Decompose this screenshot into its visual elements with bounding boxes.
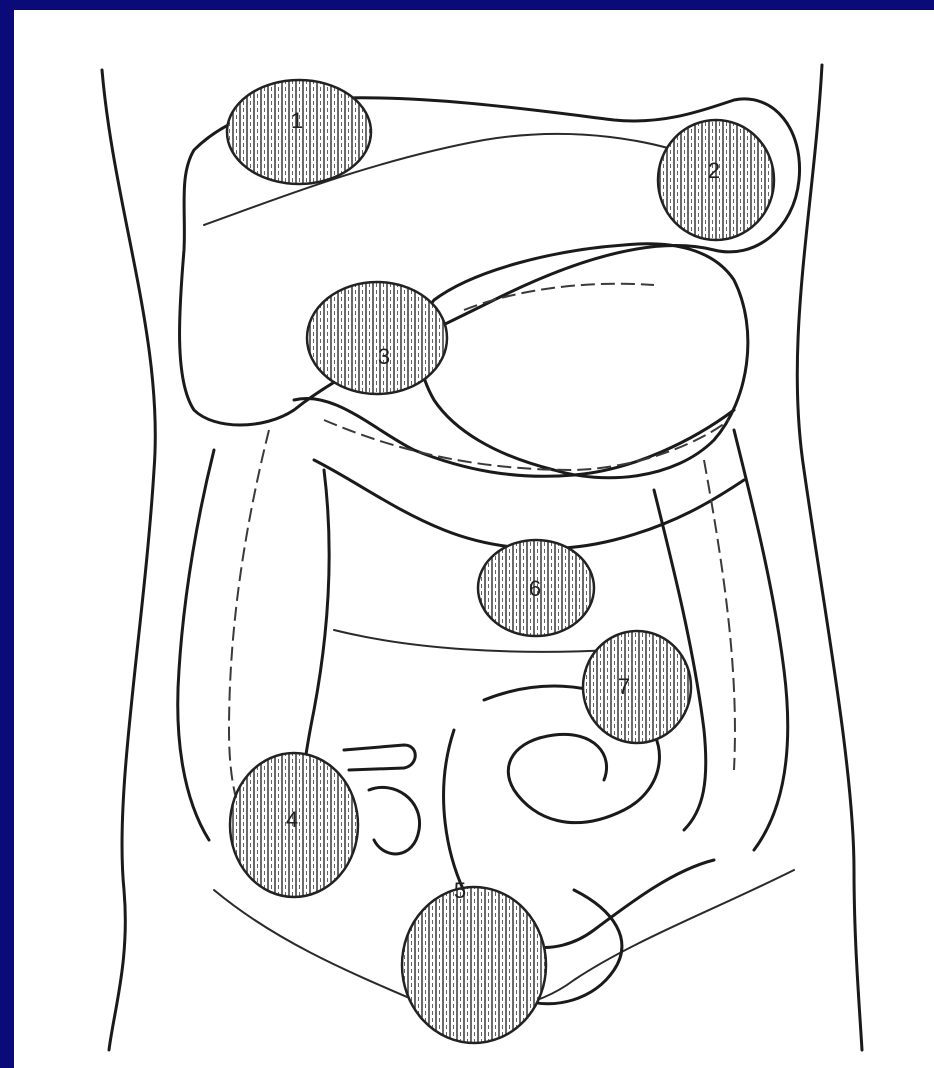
descending-colon — [734, 430, 788, 850]
mesentery-line — [334, 630, 614, 652]
zone-3: 3 — [307, 282, 447, 394]
body-outline-right — [797, 65, 862, 1050]
appendix — [344, 745, 415, 770]
transverse-colon — [294, 398, 734, 476]
stomach-curvature — [464, 284, 654, 310]
stomach — [419, 244, 748, 478]
zone-2-label: 2 — [708, 158, 720, 183]
zone-6: 6 — [478, 540, 594, 636]
zone-3-label: 3 — [378, 344, 390, 369]
ascending-colon — [178, 450, 214, 840]
zone-4-label: 4 — [286, 807, 298, 832]
zone-2: 2 — [658, 120, 774, 240]
zone-7-label: 7 — [618, 674, 630, 699]
abdomen-diagram: 1 2 3 4 5 6 7 — [14, 10, 934, 1068]
illustration-panel: 1 2 3 4 5 6 7 — [14, 10, 934, 1068]
cecum-loop — [369, 787, 420, 854]
zone-7: 7 — [583, 631, 691, 743]
transverse-colon-lower — [314, 460, 744, 549]
zone-6-label: 6 — [529, 576, 541, 601]
descending-colon-haustra — [704, 460, 735, 770]
zone-1: 1 — [227, 80, 371, 184]
zone-5-label: 5 — [454, 878, 466, 903]
zone-1-label: 1 — [291, 108, 303, 133]
zone-4: 4 — [230, 753, 358, 897]
zone-5: 5 — [402, 878, 546, 1043]
body-outline-left — [102, 70, 155, 1050]
